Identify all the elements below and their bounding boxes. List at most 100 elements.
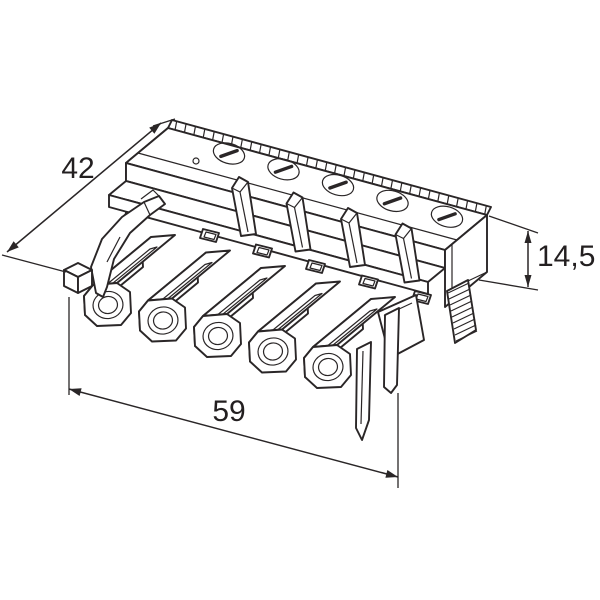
hatch-line [447,282,470,294]
socket-front-face [193,313,242,358]
socket-front-face [303,344,352,389]
screw-slot [382,196,403,206]
arrowhead [69,388,82,396]
extension-line [488,215,539,234]
grip-tick [465,200,469,209]
grip-tick [193,126,197,135]
socket-opening [202,321,234,351]
grip-tick [446,195,450,204]
socket-hole [97,295,119,315]
divider-tab-blade [285,191,312,253]
tube-top-face [257,280,341,333]
grip-tick [287,151,290,161]
left-lever-paddle-edge [143,201,151,216]
grip-tick [437,192,440,202]
divider-tab-blade [340,207,366,268]
grip-tick [202,128,206,138]
socket-hole [152,311,174,330]
grip-tick [183,123,187,132]
test-window [199,228,220,243]
screw-head [321,173,355,197]
hatch-line [453,318,476,330]
grip-tick [427,190,431,199]
hatch-line [449,294,472,306]
terminal-screw [212,142,246,165]
terminal-screw [376,189,409,213]
grip-tick [315,159,319,168]
divider-tab-inner-edge [293,207,304,248]
tube-top-face [202,265,286,317]
test-window-inner [362,277,376,287]
grip-tick [418,187,422,196]
arrowhead [524,275,532,287]
socket-hole [317,357,339,377]
dimension-height-14-5: 14,5 [478,215,595,291]
screw-slot [219,148,239,159]
socket-front-face [248,328,297,374]
grip-tick [352,169,356,179]
socket-front-face [138,297,187,343]
grip-tick [259,144,262,153]
grip-tick [305,156,309,166]
dimension-line [6,122,162,253]
socket-hole [262,342,284,361]
hatch-line [454,324,477,336]
hatch-line [450,300,473,312]
left-lever-tip-facet [140,189,160,200]
test-window [252,243,273,259]
grip-tick [484,205,487,214]
divider-tab [231,176,257,237]
divider-tab [340,207,366,268]
grip-tick [268,146,272,155]
grip-tick [474,203,478,212]
screw-slot [273,164,294,174]
grip-tick [456,197,459,207]
arrowhead [149,123,161,134]
grip-tick [390,180,394,189]
test-window-inner [309,262,323,272]
grip-tick [174,121,178,130]
left-lever-inner-edge [106,236,121,263]
hatch-line [452,312,475,324]
extension-line [478,279,539,291]
contact-tube [303,296,396,389]
contact-tube [193,265,286,358]
mold-dot [192,157,200,165]
contact-tube [138,249,231,343]
test-window-inner [203,231,217,241]
grip-tick [343,167,347,176]
right-latch-short-prong [383,307,400,394]
dimension-line [68,388,399,478]
terminal-screw [430,205,464,228]
dimension-depth-42: 42 [1,118,176,273]
socket-opening [147,306,179,335]
grip-tick [371,174,375,184]
divider-tab-blade [231,176,257,237]
cube-right-face [77,269,93,294]
divider-tab-inner-edge [348,222,358,264]
left-latch-lever [90,189,166,298]
grip-tick [324,162,328,171]
arrowhead [385,470,398,478]
test-window-inner [256,246,270,256]
arrowhead [7,241,19,252]
divider-tab-inner-edge [402,238,413,279]
dimension-length-label: 59 [212,395,245,428]
coding-cube [63,262,93,294]
test-window [305,259,326,274]
left-lever-arm [90,195,166,298]
grip-tick [221,133,225,143]
screw-head [376,189,409,213]
body-top-face [125,127,488,251]
right-latch-long-prong [355,341,372,441]
hatch-line [451,306,474,318]
screw-head [267,158,300,181]
dimension-height-label: 14,5 [537,240,595,273]
arrowhead [524,231,532,243]
tube-top-face [147,249,231,302]
divider-tab-blade [394,222,421,284]
socket-front-face [83,282,132,327]
socket-hole [207,326,229,346]
screw-head [430,205,464,228]
